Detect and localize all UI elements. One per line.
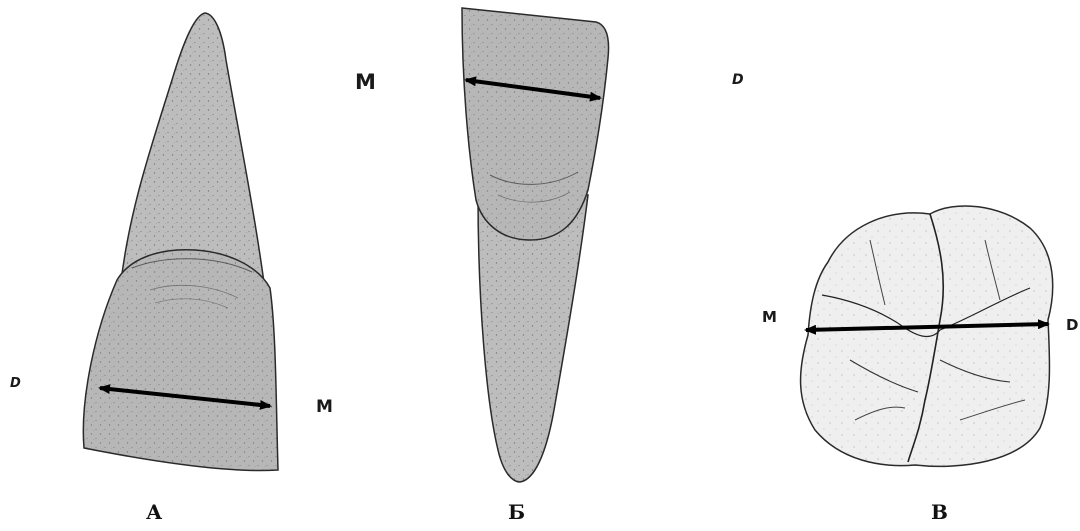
figure-b-caption: Б — [508, 500, 525, 524]
figure-c-mesial-label: M — [762, 308, 777, 326]
figure-b-mesial-label: M — [355, 70, 376, 94]
tooth-b — [462, 8, 609, 482]
figure-b-distal-label: D — [732, 72, 744, 88]
figure-a-distal-label: D — [10, 376, 21, 391]
figure-c-distal-label: D — [1066, 316, 1078, 334]
tooth-a — [83, 13, 278, 471]
figure-c-caption: В — [931, 500, 948, 524]
figure-a-caption: А — [146, 500, 162, 524]
figure-a-mesial-label: M — [316, 397, 333, 417]
tooth-c — [801, 206, 1053, 466]
